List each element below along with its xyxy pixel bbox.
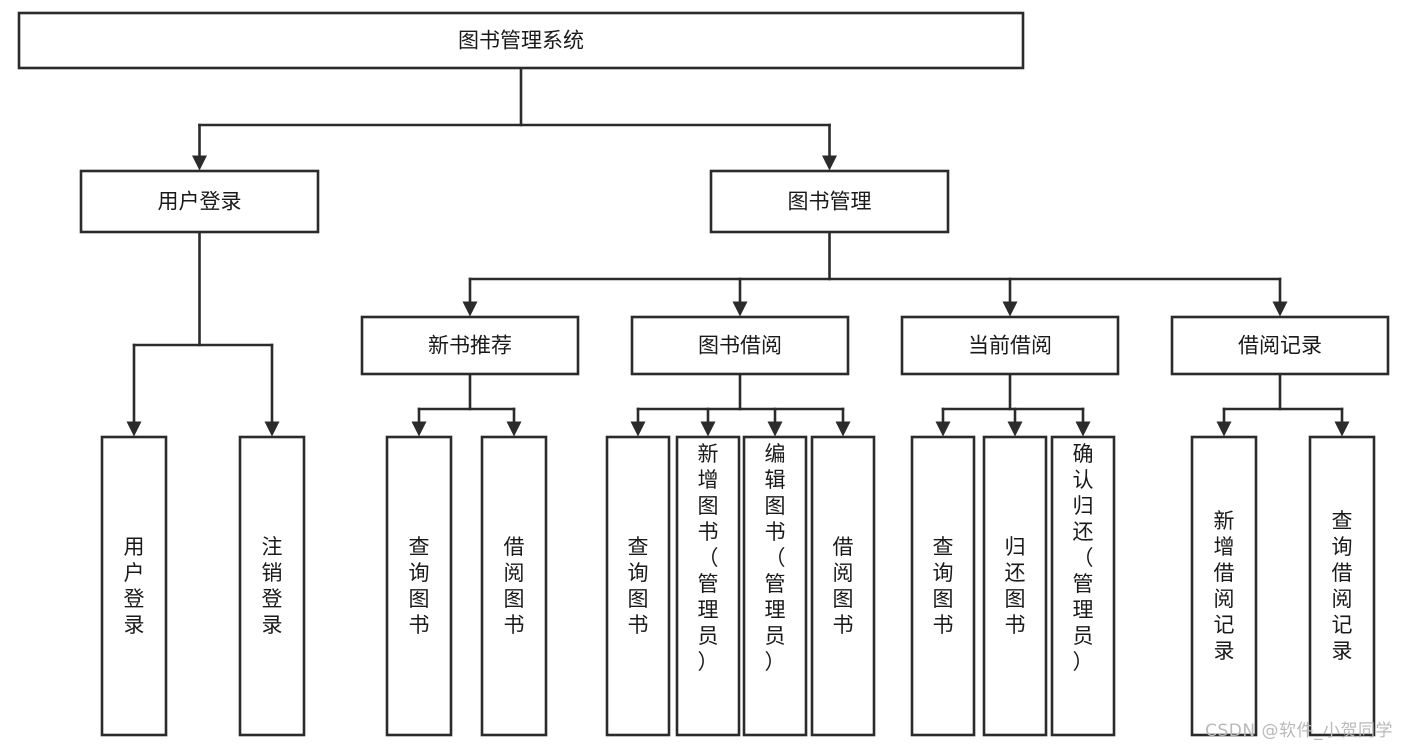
node-label-leaf-query-book-borrow: 查询图书: [628, 535, 649, 637]
node-box-leaf-user-login: [100, 435, 168, 737]
node-label-leaf-query-borrow-record: 查询借阅记录: [1332, 509, 1353, 663]
arrow-head-icon: [1075, 421, 1091, 437]
arrow-head-icon: [462, 301, 478, 317]
node-box-leaf-borrow-book: [810, 435, 876, 737]
node-box-leaf-add-book-admin: [675, 435, 741, 737]
arrow-head-icon: [1007, 421, 1023, 437]
node-label-leaf-add-book-admin: 新增图书（管理员）: [698, 442, 719, 674]
node-leaf-query-book-current[interactable]: 查询图书: [910, 435, 976, 737]
node-user-login[interactable]: 用户登录: [79, 169, 320, 234]
node-current-borrow[interactable]: 当前借阅: [900, 315, 1120, 376]
node-label-leaf-edit-book-admin: 编辑图书（管理员）: [765, 442, 786, 674]
node-box-leaf-query-borrow-record: [1308, 435, 1376, 737]
edge-group-book-borrow: [630, 372, 851, 437]
node-box-leaf-return-book: [982, 435, 1048, 737]
node-box-user-login: [79, 169, 320, 234]
node-label-borrow-record: 借阅记录: [1238, 334, 1322, 358]
node-label-new-book-recommend: 新书推荐: [428, 334, 512, 358]
node-leaf-add-borrow-record[interactable]: 新增借阅记录: [1190, 435, 1258, 737]
node-label-leaf-return-book: 归还图书: [1005, 535, 1026, 637]
node-box-leaf-borrow-book-recommend: [480, 435, 548, 737]
nodes-layer: 图书管理系统用户登录图书管理新书推荐图书借阅当前借阅借阅记录用户登录注销登录查询…: [17, 11, 1390, 737]
arrow-head-icon: [630, 421, 646, 437]
node-book-management[interactable]: 图书管理: [709, 169, 950, 234]
node-new-book-recommend[interactable]: 新书推荐: [360, 315, 580, 376]
node-label-current-borrow: 当前借阅: [968, 334, 1052, 358]
node-leaf-user-login[interactable]: 用户登录: [100, 435, 168, 737]
node-box-leaf-confirm-return-admin: [1050, 435, 1116, 737]
node-leaf-user-logout[interactable]: 注销登录: [238, 435, 306, 737]
node-label-book-management: 图书管理: [788, 190, 872, 214]
arrow-head-icon: [1216, 421, 1232, 437]
edge-group-borrow-record: [1216, 372, 1350, 437]
node-box-new-book-recommend: [360, 315, 580, 376]
arrow-head-icon: [700, 421, 716, 437]
node-box-current-borrow: [900, 315, 1120, 376]
arrow-head-icon: [192, 155, 207, 171]
arrow-head-icon: [506, 421, 522, 437]
arrow-head-icon: [767, 421, 783, 437]
node-leaf-edit-book-admin[interactable]: 编辑图书（管理员）: [742, 435, 808, 737]
edges-layer: [126, 66, 1350, 437]
node-box-leaf-query-book-recommend: [385, 435, 453, 737]
node-leaf-borrow-book[interactable]: 借阅图书: [810, 435, 876, 737]
node-box-leaf-user-logout: [238, 435, 306, 737]
node-label-leaf-add-borrow-record: 新增借阅记录: [1214, 509, 1235, 663]
node-leaf-query-book-borrow[interactable]: 查询图书: [605, 435, 671, 737]
arrow-head-icon: [822, 155, 837, 171]
node-leaf-query-book-recommend[interactable]: 查询图书: [385, 435, 453, 737]
node-label-leaf-query-book-recommend: 查询图书: [409, 535, 430, 637]
node-box-root: [17, 11, 1025, 70]
arrow-head-icon: [126, 421, 142, 437]
arrow-head-icon: [1002, 301, 1018, 317]
node-box-borrow-record: [1170, 315, 1390, 376]
node-label-leaf-user-login: 用户登录: [124, 535, 145, 637]
node-leaf-borrow-book-recommend[interactable]: 借阅图书: [480, 435, 548, 737]
arrow-head-icon: [411, 421, 427, 437]
edge-group-new-book-recommend: [411, 372, 522, 437]
node-borrow-record[interactable]: 借阅记录: [1170, 315, 1390, 376]
edge-group-root: [192, 66, 837, 171]
arrow-head-icon: [1272, 301, 1288, 317]
node-label-leaf-query-book-current: 查询图书: [933, 535, 954, 637]
watermark-text: CSDN @软件_小贺同学: [1205, 721, 1393, 741]
node-label-leaf-confirm-return-admin: 确认归还（管理员）: [1073, 442, 1094, 674]
edge-group-current-borrow: [935, 372, 1091, 437]
node-label-user-login: 用户登录: [158, 190, 242, 214]
arrow-head-icon: [835, 421, 851, 437]
edge-group-book-management: [462, 230, 1288, 317]
node-box-leaf-query-book-current: [910, 435, 976, 737]
edge-group-user-login: [126, 230, 280, 437]
node-label-book-borrow: 图书借阅: [698, 334, 782, 358]
node-label-leaf-user-logout: 注销登录: [262, 535, 283, 637]
node-label-leaf-borrow-book-recommend: 借阅图书: [504, 535, 525, 637]
node-label-leaf-borrow-book: 借阅图书: [833, 535, 854, 637]
node-book-borrow[interactable]: 图书借阅: [630, 315, 850, 376]
node-leaf-query-borrow-record[interactable]: 查询借阅记录: [1308, 435, 1376, 737]
node-label-root: 图书管理系统: [458, 29, 584, 53]
node-leaf-confirm-return-admin[interactable]: 确认归还（管理员）: [1050, 435, 1116, 737]
node-box-book-borrow: [630, 315, 850, 376]
node-box-book-management: [709, 169, 950, 234]
arrow-head-icon: [732, 301, 748, 317]
node-leaf-add-book-admin[interactable]: 新增图书（管理员）: [675, 435, 741, 737]
node-root[interactable]: 图书管理系统: [17, 11, 1025, 70]
arrow-head-icon: [935, 421, 951, 437]
arrow-head-icon: [264, 421, 280, 437]
arrow-head-icon: [1334, 421, 1350, 437]
node-box-leaf-edit-book-admin: [742, 435, 808, 737]
node-leaf-return-book[interactable]: 归还图书: [982, 435, 1048, 737]
node-box-leaf-query-book-borrow: [605, 435, 671, 737]
node-box-leaf-add-borrow-record: [1190, 435, 1258, 737]
